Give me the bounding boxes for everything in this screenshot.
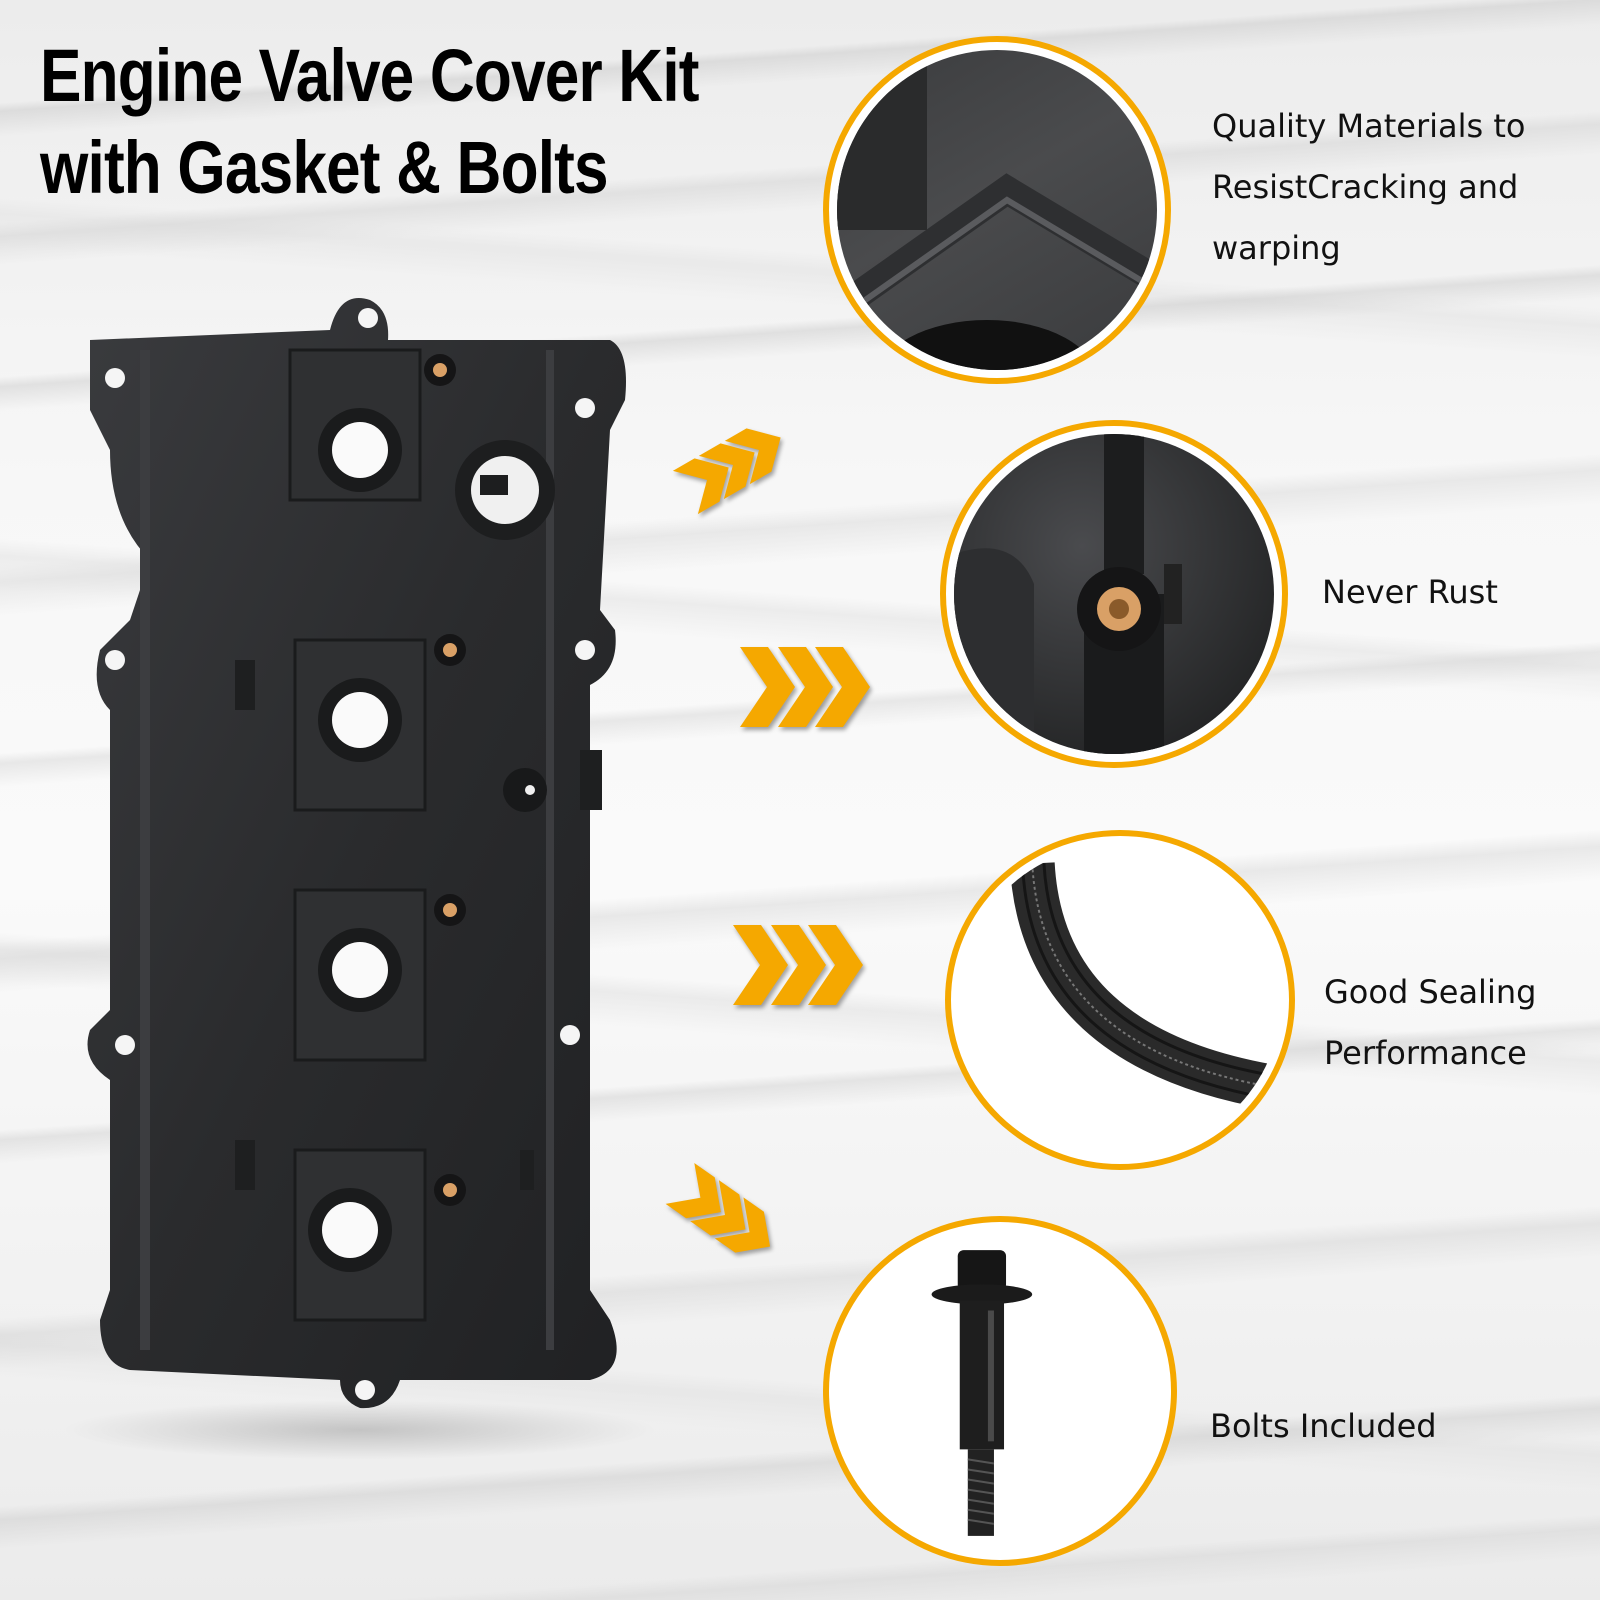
chevron-triple-up-right-icon <box>668 400 798 530</box>
brass-insert-closeup-icon <box>940 420 1288 768</box>
chevron-triple-right-icon <box>735 622 870 752</box>
title-line-2: with Gasket & Bolts <box>40 126 609 209</box>
chevron-triple-right-icon <box>728 900 863 1030</box>
plastic-texture-closeup-icon <box>823 36 1171 384</box>
gasket-closeup-icon <box>945 830 1295 1170</box>
bolt-icon <box>823 1216 1177 1566</box>
product-shadow <box>60 1400 660 1460</box>
engine-valve-cover-icon <box>70 290 650 1410</box>
feature-rust-text: Never Rust <box>1322 573 1498 611</box>
feature-sealing-text: Good Sealing Performance <box>1324 973 1537 1072</box>
feature-quality-text: Quality Materials to ResistCracking and … <box>1212 107 1526 267</box>
chevron-triple-down-right-icon <box>660 1150 790 1280</box>
page-title: Engine Valve Cover Kit with Gasket & Bol… <box>40 30 699 214</box>
feature-bolts-text: Bolts Included <box>1210 1407 1437 1445</box>
title-line-1: Engine Valve Cover Kit <box>40 34 699 117</box>
